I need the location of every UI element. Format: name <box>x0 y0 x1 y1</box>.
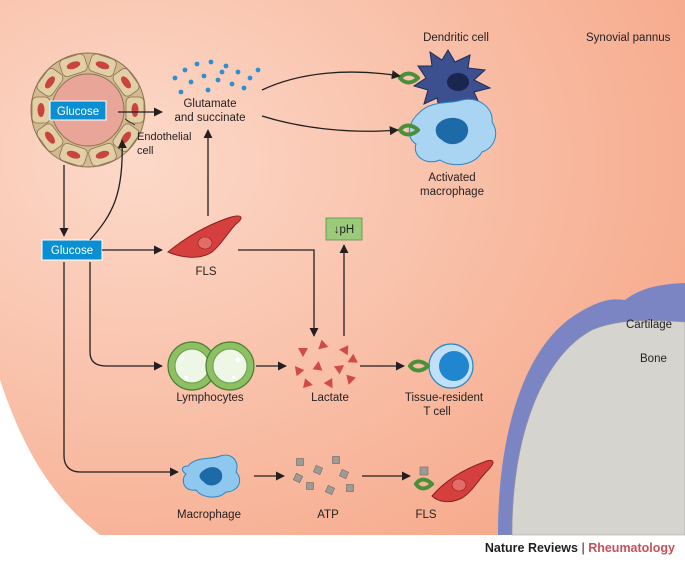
glutamate-dot <box>235 69 241 75</box>
atp-molecules <box>292 456 354 496</box>
endothelial-cell <box>36 68 64 97</box>
arrow-glucose-to-macrophage <box>63 262 179 477</box>
synovial-tissue <box>0 0 685 535</box>
glutamate-dot <box>201 73 207 79</box>
fls-cell-bottom <box>414 459 494 503</box>
ph-label: ↓pH <box>334 224 354 236</box>
glutamate-dot <box>219 69 225 75</box>
endothelial-cell <box>88 143 117 167</box>
glutamate-dot <box>215 77 221 83</box>
glucose-vessel-label: Glucose <box>57 106 99 118</box>
endothelial-cell <box>112 68 140 97</box>
lactate-triangle <box>339 345 349 356</box>
glutamate-label-1: Glutamate <box>183 98 236 110</box>
fls-top-label: FLS <box>195 266 216 278</box>
activated-label-1: Activated <box>428 172 475 184</box>
footer-journal: Nature Reviews <box>484 541 578 555</box>
endothelial-cell <box>31 96 51 124</box>
pathway-arrows <box>59 70 411 481</box>
activated-macrophage <box>398 98 497 166</box>
atp-square <box>324 484 336 496</box>
macrophage-label: Macrophage <box>177 509 241 521</box>
tissue-label-1: Tissue-resident <box>405 392 484 404</box>
macrophage-cell <box>181 454 241 498</box>
glutamate-dot <box>229 81 235 87</box>
glutamate-dot <box>205 87 211 93</box>
atp-label: ATP <box>317 509 339 521</box>
footer-credit: Nature Reviews | Rheumatology <box>485 541 675 555</box>
glutamate-dot <box>208 59 214 65</box>
atp-square <box>338 468 350 480</box>
atp-square <box>306 482 314 490</box>
atp-square <box>296 458 304 466</box>
glutamate-dot <box>172 75 178 81</box>
lactate-triangle <box>303 378 313 389</box>
atp-square <box>313 465 323 475</box>
arrow-glucose-to-lymphocytes <box>89 262 163 371</box>
arrow-fls-to-lactate <box>238 249 319 337</box>
lactate-triangle <box>294 366 305 377</box>
glutamate-dot <box>255 67 261 73</box>
glutamate-label-2: and succinate <box>175 112 246 124</box>
lymphocytes-label: Lymphocytes <box>176 392 244 404</box>
tissue-label-2: T cell <box>423 406 450 418</box>
cartilage-label: Cartilage <box>626 319 672 331</box>
glucose-box-vessel <box>49 100 107 121</box>
endothelial-cell <box>88 53 117 77</box>
atp-square <box>292 472 304 484</box>
lactate-molecules <box>294 339 358 389</box>
synovial-label: Synovial pannus <box>586 32 671 44</box>
fls-bottom-label: FLS <box>415 509 436 521</box>
dendritic-label: Dendritic cell <box>423 32 489 44</box>
glutamate-dot <box>188 79 194 85</box>
activated-label-2: macrophage <box>420 186 484 198</box>
arrow-glutamate-to-macrophage <box>261 115 399 136</box>
endothelial-label-1: Endothelial <box>137 131 191 143</box>
bone-cartilage <box>498 283 685 536</box>
footer-separator: | <box>577 541 589 555</box>
glutamate-succinate-molecules <box>172 59 261 95</box>
fls-cell-top <box>167 215 242 258</box>
atp-square <box>332 456 340 464</box>
endothelial-label-2: cell <box>137 145 154 157</box>
glutamate-dot <box>178 89 184 95</box>
glutamate-dot <box>223 63 229 69</box>
lactate-triangle <box>318 339 329 350</box>
lactate-triangle <box>333 365 345 375</box>
glutamate-dot <box>194 61 200 67</box>
atp-square <box>346 484 354 492</box>
lactate-triangle <box>347 353 358 363</box>
endothelial-cell <box>59 53 88 77</box>
bone-label: Bone <box>640 353 667 365</box>
lactate-triangle <box>346 374 356 385</box>
glutamate-dot <box>247 75 253 81</box>
lactate-triangle <box>323 377 333 389</box>
ph-box <box>325 217 363 241</box>
arrow-glutamate-to-dendritic <box>261 70 401 91</box>
glutamate-dot <box>241 85 247 91</box>
endothelial-cell <box>125 96 145 124</box>
bone <box>511 320 685 536</box>
endothelial-cell <box>36 123 64 152</box>
endothelial-cell <box>59 143 88 167</box>
endothelial-pointer <box>124 118 136 126</box>
glutamate-dot <box>182 67 188 73</box>
lymphocytes-cells <box>167 341 255 391</box>
footer-section: Rheumatology <box>588 541 675 555</box>
glucose-tissue-label: Glucose <box>51 245 93 257</box>
arrow-glucose-to-vessel <box>89 139 127 241</box>
lactate-label: Lactate <box>311 392 349 404</box>
tissue-resident-t-cell <box>408 343 474 389</box>
lactate-triangle <box>312 361 323 371</box>
lactate-triangle <box>298 348 308 357</box>
